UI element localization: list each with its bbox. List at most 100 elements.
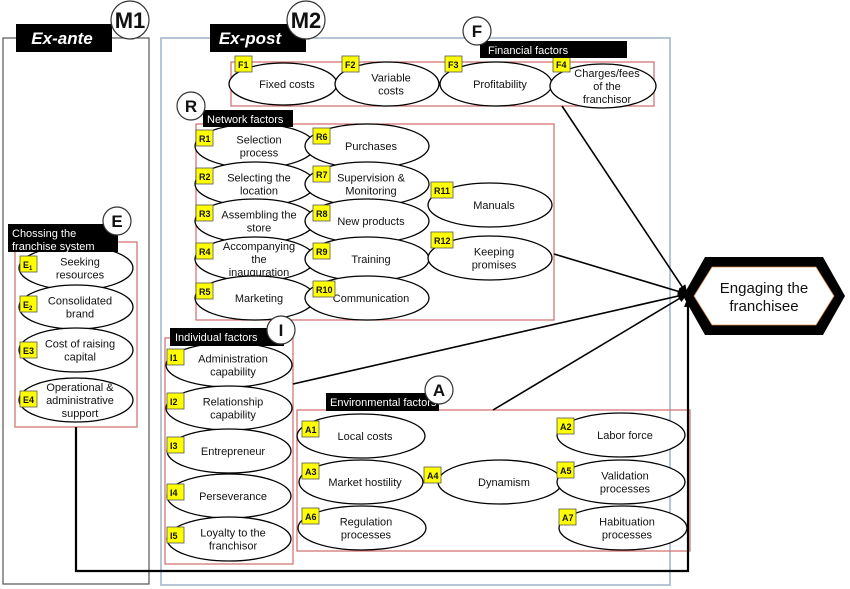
factor-e1-tag	[19, 255, 38, 273]
group-choosing-badge-circle	[102, 206, 132, 236]
group-environmental-title: Environmental factors	[330, 397, 437, 409]
factor-a3-tag	[301, 462, 320, 480]
factor-e4-label-line-1: Operational &	[46, 382, 114, 394]
m1-badge: M1	[115, 8, 146, 33]
factor-i2-tag	[166, 392, 185, 410]
group-individual: AdministrationcapabilityI1Relationshipca…	[164, 315, 296, 565]
factor-a6-ellipse	[297, 505, 427, 551]
factor-e2-code: E2	[23, 300, 33, 312]
factor-r7-label-line-2: Monitoring	[345, 186, 396, 198]
factor-r1-label-line-1: Selection	[236, 135, 281, 147]
group-environmental-badge: A	[433, 381, 445, 400]
factor-f3-tag	[444, 55, 463, 73]
factor-f2-tag	[341, 55, 360, 73]
group-choosing: SeekingresourcesE1ConsolidatedbrandE2Cos…	[8, 206, 138, 428]
factor-a3-code: A3	[305, 467, 317, 477]
factor-f4-label-line-1: Charges/fees	[574, 68, 640, 80]
m2-badge-circle	[286, 0, 326, 40]
group-choosing-title-line-2: franchise system	[12, 241, 95, 253]
factor-r12-code: R12	[434, 236, 451, 246]
groups-layer: Fixed costsF1VariablecostsF2Profitabilit…	[8, 16, 691, 565]
factor-a2-code: A2	[560, 422, 572, 432]
factor-a4-label-line-1: Dynamism	[478, 477, 530, 489]
factor-r11-label-line-1: Manuals	[473, 200, 515, 212]
factor-i1-label-line-2: capability	[210, 367, 256, 379]
factor-r2-code: R2	[199, 172, 211, 182]
factor-r3-tag	[195, 204, 214, 222]
factor-a7-code: A7	[562, 513, 574, 523]
group-network-badge: R	[185, 97, 197, 116]
factor-a5-label-line-2: processes	[600, 484, 651, 496]
factor-r4-tag	[195, 242, 214, 260]
factor-e1-label-line-2: resources	[56, 270, 105, 282]
m1-badge-circle	[110, 0, 150, 40]
factor-r4-label-line-2: the	[251, 254, 266, 266]
factor-a4: Dynamism A4	[423, 459, 563, 505]
group-choosing-badge: E	[111, 212, 122, 231]
factor-e3-label-line-1: Cost of raising	[45, 339, 115, 351]
factor-i1-tag	[166, 348, 185, 366]
factor-r1-label-line-2: process	[240, 148, 279, 160]
group-choosing-header-bg	[8, 224, 118, 252]
factor-a7-label-line-2: processes	[602, 530, 653, 542]
connector-environmental	[492, 293, 688, 411]
factor-e4-code: E4	[23, 395, 34, 405]
target-label-line-1: Engaging the	[720, 280, 808, 297]
factor-i1-label-line-1: Administration	[198, 354, 268, 366]
factor-r3-label-line-2: store	[247, 223, 271, 235]
factor-f2-label-line-1: Variable	[371, 73, 411, 85]
factor-e4-ellipse	[18, 377, 134, 423]
factor-e2-label-line-2: brand	[66, 309, 94, 321]
factor-f4-label-line-2: of the	[593, 81, 621, 93]
factor-a5-tag	[556, 461, 575, 479]
factor-r3-code: R3	[199, 209, 211, 219]
factor-r4-code: R4	[199, 247, 211, 257]
factor-r5-code: R5	[199, 287, 211, 297]
factor-a6-code: A6	[305, 512, 317, 522]
group-individual-badge-circle	[266, 315, 296, 345]
frame-m1-header: Ex-ante M1	[16, 0, 150, 52]
group-network-title: Network factors	[207, 114, 284, 126]
factor-a7-label-line-1: Habituation	[599, 517, 655, 529]
factor-e3-tag	[19, 341, 38, 359]
group-choosing-title-line-1: Chossing the	[12, 228, 76, 240]
factor-r6-tag	[312, 127, 331, 145]
factor-r7-label-line-1: Supervision &	[337, 173, 406, 185]
factor-a1-ellipse	[296, 413, 426, 459]
factor-i5-label-line-2: franchisor	[209, 541, 258, 553]
factor-i2-label-line-2: capability	[210, 410, 256, 422]
factor-f4-ellipse	[549, 63, 657, 109]
frame-m2-border	[160, 37, 671, 586]
factor-r6-code: R6	[316, 132, 328, 142]
factor-f2-code: F2	[345, 60, 356, 70]
factor-a1-code: A1	[305, 425, 317, 435]
group-financial-badge-circle	[462, 16, 492, 46]
factor-r7-code: R7	[316, 170, 328, 180]
factor-r7: Supervision &Monitoring R7	[304, 161, 430, 207]
factor-r5-tag	[195, 282, 214, 300]
factor-r8-tag	[312, 204, 331, 222]
factor-r11-ellipse	[427, 182, 553, 228]
factor-a4-code: A4	[427, 471, 439, 481]
group-individual-title: Individual factors	[175, 332, 258, 344]
factor-f3-label-line-1: Profitability	[473, 79, 527, 91]
factor-a4-tag	[423, 466, 442, 484]
factor-r10-code: R10	[316, 285, 333, 295]
